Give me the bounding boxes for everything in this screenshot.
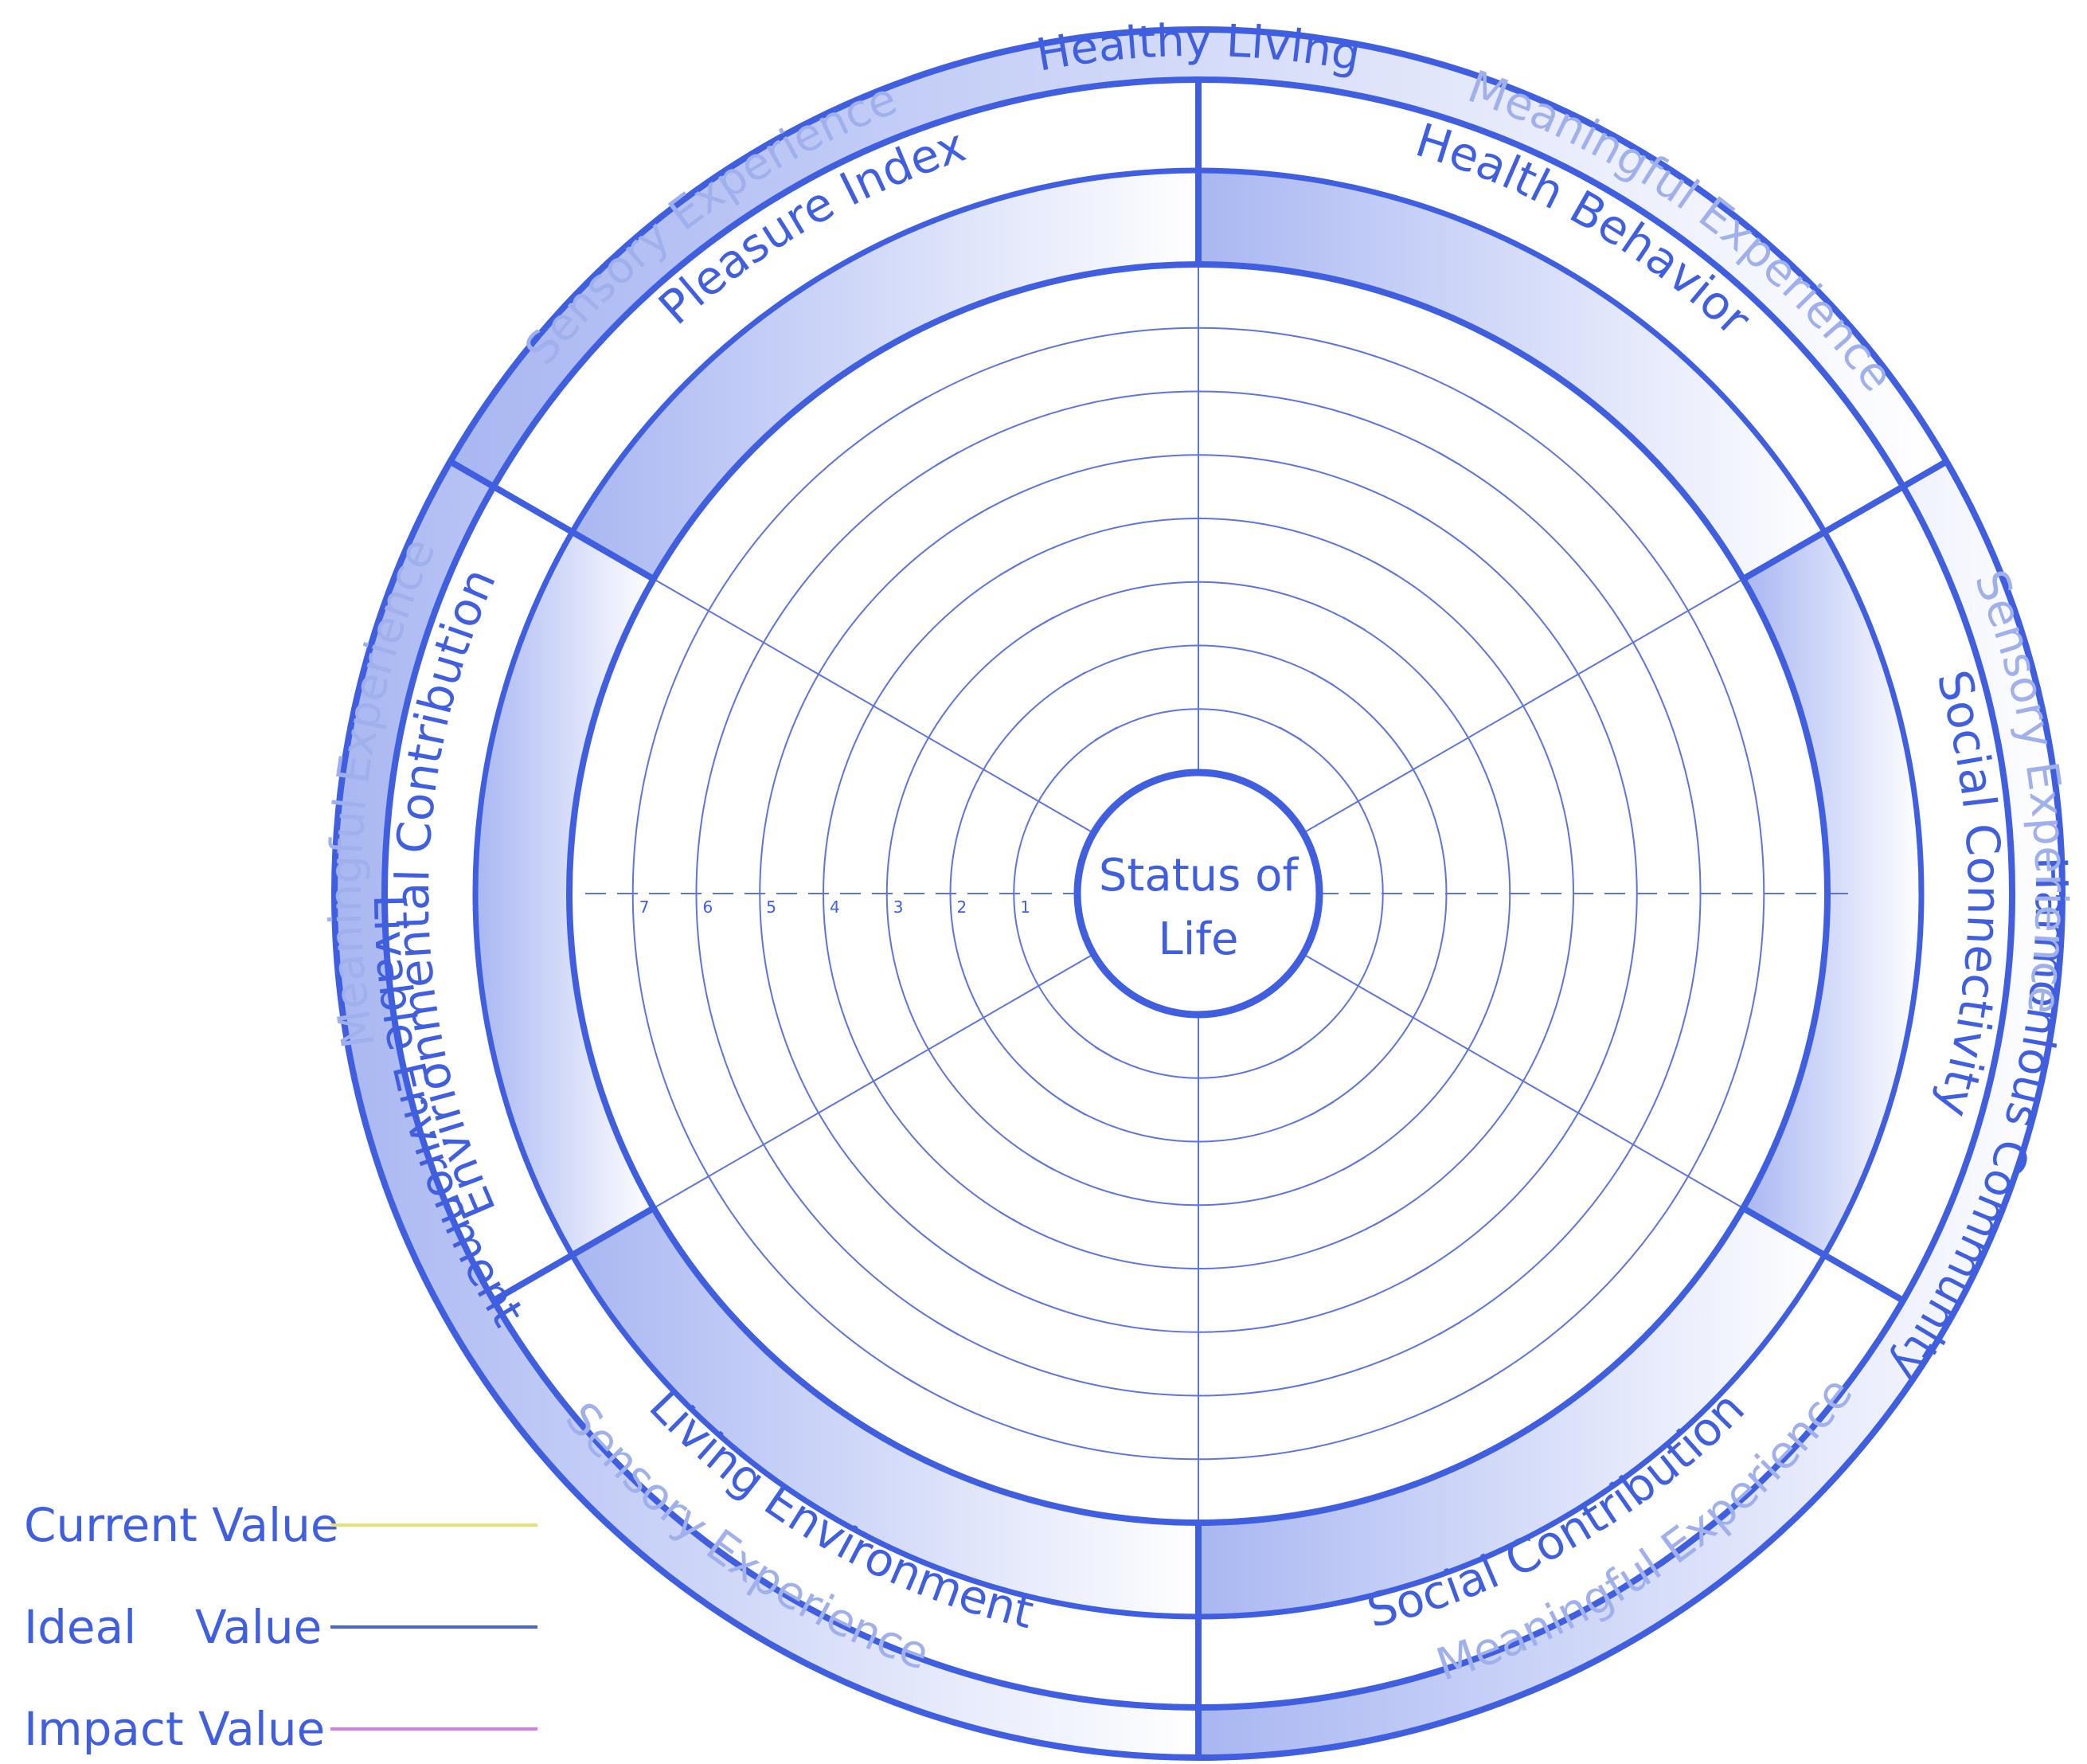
grid-tick (1406, 507, 1429, 521)
middle-divider (1741, 483, 1905, 582)
grid-tick (1311, 1101, 1335, 1116)
center-circle (1073, 769, 1323, 1019)
scale-tick-label: 3 (893, 898, 904, 917)
grid-tick (904, 397, 928, 411)
grid-tick (967, 507, 991, 521)
legend-label: Current Value (24, 1498, 339, 1552)
grid-tick (1374, 1211, 1397, 1226)
grid-tick (1469, 397, 1493, 411)
scale-tick-label: 2 (957, 898, 967, 917)
grid-tick (1437, 1321, 1461, 1336)
scale-tick-label: 5 (766, 898, 776, 917)
grid-tick (1437, 452, 1461, 466)
grid-tick (1094, 1046, 1118, 1061)
middle-divider (1741, 1205, 1905, 1304)
grid-tick (967, 1266, 991, 1281)
grid-tick (999, 561, 1022, 576)
grid-tick (1031, 616, 1054, 632)
grid-spoke (1303, 578, 1744, 834)
scale-tick-label: 4 (830, 898, 840, 917)
grid-tick (1406, 1266, 1429, 1281)
legend-label: Impact Value (24, 1702, 325, 1756)
ring-borders (331, 26, 2066, 1761)
center-hub: Status of Life (1073, 769, 1323, 1019)
outer-ring-sector (334, 461, 1198, 1758)
grid-spoke (653, 578, 1094, 834)
scale-tick-label: 7 (639, 898, 650, 917)
grid-tick (936, 1321, 959, 1336)
grid-tick (1342, 1156, 1366, 1171)
grid-tick (1374, 561, 1397, 576)
grid-tick (1031, 1156, 1054, 1171)
grid-tick (999, 1211, 1022, 1226)
middle-ring-sector (572, 170, 1198, 579)
center-label-line-2: Life (1159, 913, 1239, 965)
grid-spoke (653, 953, 1094, 1209)
middle-ring-sector (475, 532, 654, 1255)
grid-tick (1469, 1376, 1493, 1390)
grid-tick (936, 452, 959, 466)
middle-ring-sector (572, 1208, 1198, 1617)
grid-tick (1062, 671, 1086, 686)
outer-ring-sector (1198, 461, 2062, 1758)
grid-spoke (1303, 953, 1744, 1209)
scale-tick-label: 6 (703, 898, 713, 917)
grid-tick (904, 1376, 928, 1390)
scale-tick-labels: 1 2 3 4 5 6 7 (639, 898, 1030, 917)
outer-ring (334, 29, 2062, 1758)
grid-tick (1311, 671, 1335, 686)
legend-label: Ideal Value (24, 1600, 322, 1654)
outer-divider (448, 459, 495, 490)
scale-tick-label: 1 (1020, 898, 1030, 917)
middle-ring-sector (1198, 1208, 1825, 1617)
grid-tick (1279, 726, 1303, 741)
middle-ring-sector (1198, 170, 1825, 579)
outer-ring-sector (450, 29, 1947, 487)
middle-divider (491, 483, 655, 582)
grid-tick (1094, 726, 1118, 741)
middle-divider (491, 1205, 655, 1304)
grid-tick (1062, 1101, 1086, 1116)
grid-tick (1342, 616, 1366, 632)
grid-tick (1279, 1046, 1303, 1061)
center-label-line-1: Status of (1099, 850, 1299, 902)
outer-divider (1901, 459, 1948, 490)
